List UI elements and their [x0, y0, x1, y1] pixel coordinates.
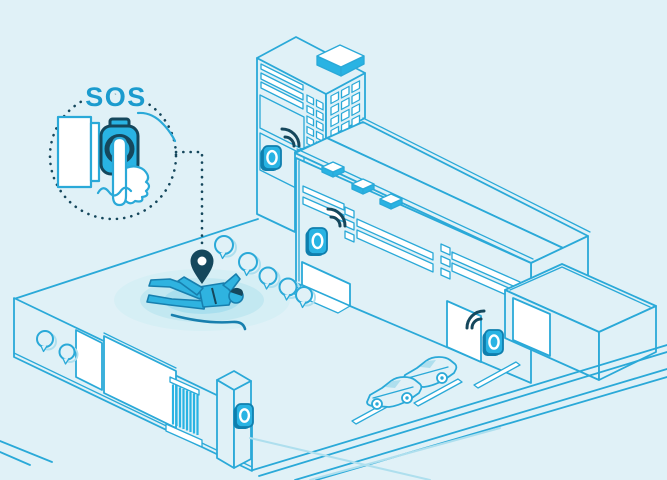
parking-line — [413, 378, 463, 407]
wifi-arcs-icon — [465, 309, 486, 330]
skylights — [321, 161, 403, 210]
warehouse-device — [305, 207, 347, 256]
tower-strip-windows — [260, 63, 304, 110]
tower-device — [260, 127, 301, 171]
wall-bottom-inner-line — [13, 352, 253, 468]
location-pin-icon — [190, 249, 214, 284]
callout-circle — [48, 91, 178, 221]
fence-panel-top-edge — [103, 332, 177, 369]
trail-bubble — [295, 286, 316, 309]
fallen-person — [114, 269, 290, 331]
skylight — [379, 193, 403, 210]
annex-door — [512, 297, 551, 357]
fence-panel-small — [75, 329, 103, 391]
parking — [351, 356, 521, 425]
dotted-connector — [174, 150, 204, 247]
walkway-line — [249, 437, 431, 480]
road-edge — [294, 368, 667, 480]
corner-curb — [0, 440, 53, 463]
trail-bubble — [278, 277, 301, 301]
gate-grille — [165, 376, 203, 448]
sos-label: SOS — [85, 82, 147, 112]
wifi-arcs-icon — [280, 127, 301, 148]
trail-bubble — [58, 343, 79, 365]
annex-building — [504, 263, 657, 381]
person-body — [146, 273, 244, 310]
boundary-wall — [13, 297, 253, 472]
grille-bars — [171, 384, 199, 435]
car-1 — [366, 376, 423, 410]
walking-cane — [170, 313, 247, 331]
skylight — [351, 178, 375, 195]
warehouse-windows — [302, 185, 521, 302]
sos-callout: SOS — [48, 79, 178, 221]
trail-bubble — [36, 330, 57, 353]
trail-bubble — [258, 266, 281, 290]
cuff-wave — [96, 186, 133, 197]
person-belt — [211, 287, 217, 305]
wall-plate — [56, 115, 93, 189]
pressing-hand-icon — [96, 136, 151, 207]
corner-curb-2 — [0, 451, 31, 466]
parking-line — [473, 361, 521, 389]
wall-plate-edge — [89, 121, 101, 183]
grille-base — [165, 423, 203, 448]
pillar-sos-button — [233, 403, 254, 429]
tower-roof — [256, 36, 366, 95]
rooftop-unit — [316, 44, 365, 77]
dock-device — [465, 309, 504, 356]
trail-bubbles — [36, 235, 316, 365]
arm-line — [136, 111, 177, 143]
tower-building — [256, 36, 366, 233]
wifi-arcs-icon — [326, 207, 347, 228]
gate-pillar — [216, 370, 254, 469]
front-curb-outer — [252, 344, 667, 471]
site-back-edge — [13, 218, 259, 300]
roads — [0, 344, 667, 480]
skylight — [321, 161, 345, 178]
pillar-left-face — [216, 379, 235, 469]
warehouse-back-parapet — [362, 117, 591, 233]
annex-parapet — [509, 266, 651, 308]
walkway-line-2 — [309, 427, 501, 480]
person-cap — [230, 287, 243, 296]
trail-bubble — [214, 235, 237, 260]
trail-bubble — [238, 252, 261, 277]
